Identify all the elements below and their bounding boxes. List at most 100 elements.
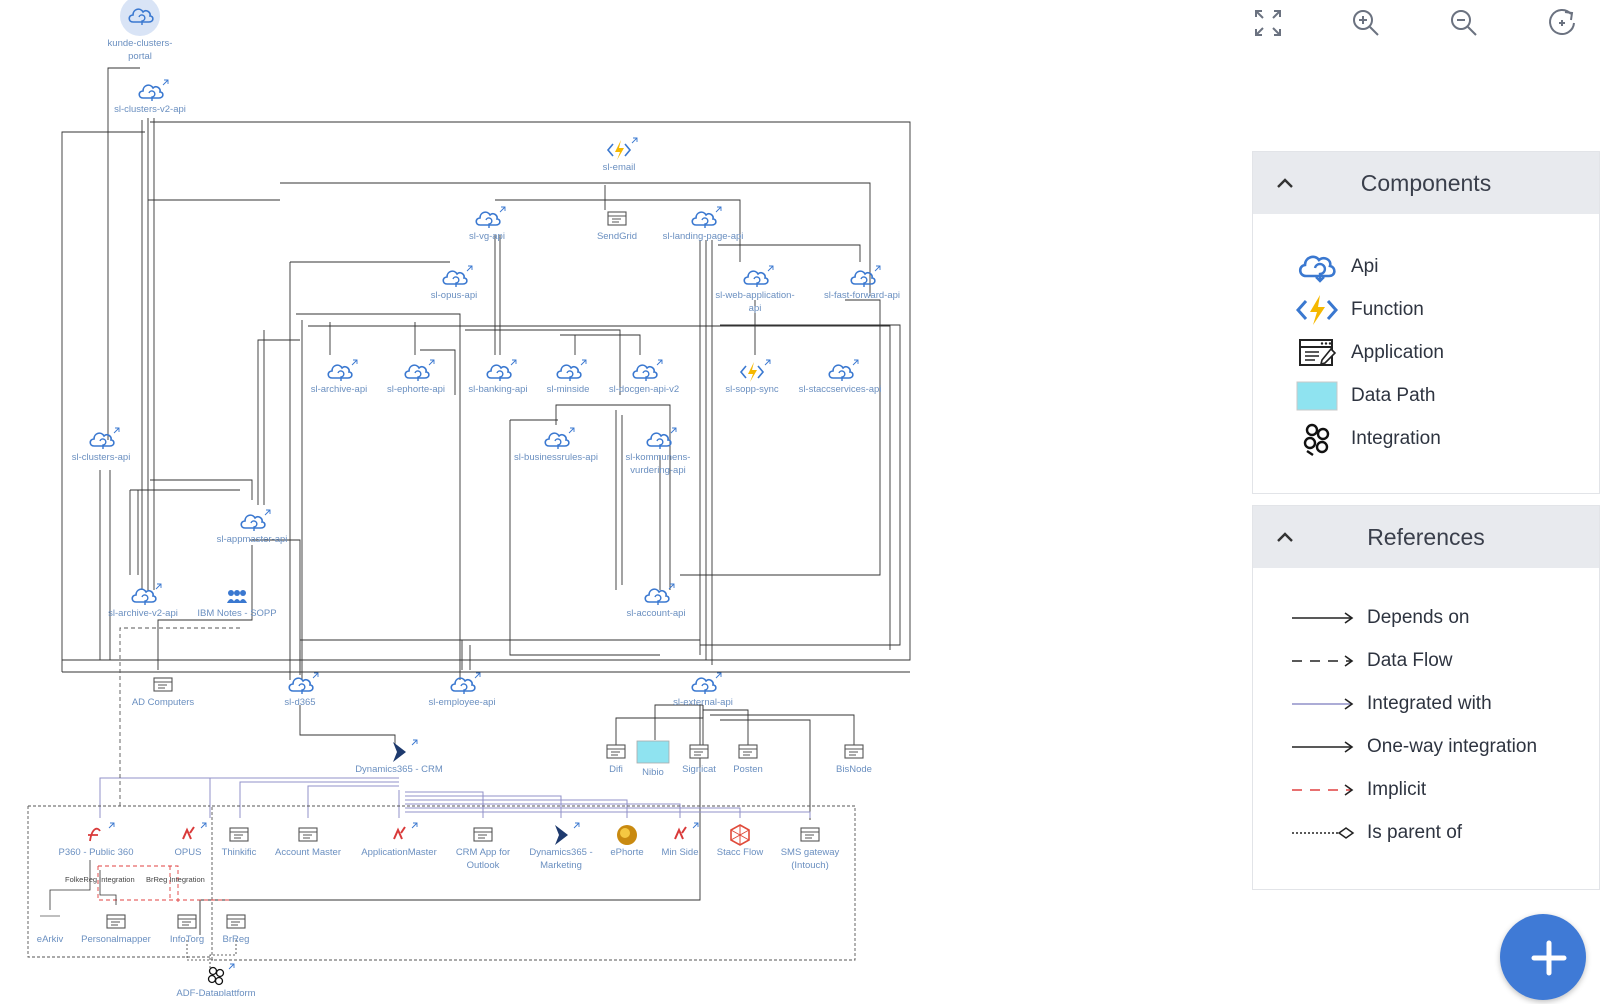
references-panel-header[interactable]: References	[1253, 506, 1599, 568]
api-node-icon	[632, 359, 663, 381]
legend-item-is-parent-of: Is parent of	[1291, 818, 1462, 848]
diagram-node-sl-vg-api[interactable]: sl-vg-api	[469, 206, 506, 242]
diagram-node-p360[interactable]: P360 - Public 360	[59, 822, 134, 858]
architecture-diagram[interactable]: kunde-clusters-portal sl-clusters-v2-api s…	[0, 0, 1000, 996]
diagram-node-sl-external-api[interactable]: sl-external-api	[673, 672, 733, 708]
diagram-node-account-master[interactable]: Account Master	[275, 827, 341, 858]
rotate-reset-icon[interactable]	[1542, 4, 1582, 44]
diagram-node-sl-web-application-api[interactable]: sl-web-application-api	[715, 265, 795, 314]
api-node-icon	[691, 206, 722, 228]
integration-edge	[209, 777, 399, 818]
dyn-node-icon	[555, 822, 580, 845]
diagram-node-sl-archive-v2-api[interactable]: sl-archive-v2-api	[108, 583, 178, 619]
add-component-button[interactable]	[1500, 914, 1586, 1000]
diagram-node-sl-docgen-api-v2[interactable]: sl-docgen-api-v2	[609, 359, 679, 395]
diagram-edges	[27, 67, 911, 968]
edge	[107, 67, 140, 440]
diagram-node-sl-sopp-sync[interactable]: sl-sopp-sync	[725, 359, 779, 395]
diagram-node-sl-ephorte-api[interactable]: sl-ephorte-api	[387, 359, 445, 395]
diagram-node-sl-d365[interactable]: sl-d365	[284, 672, 319, 708]
diagram-node-ibm-notes[interactable]: IBM Notes - SOPP	[197, 590, 277, 619]
diagram-node-ad-computers[interactable]: AD Computers	[132, 677, 195, 708]
api-node-icon	[450, 672, 481, 694]
diagram-node-sl-archive-api[interactable]: sl-archive-api	[311, 359, 368, 395]
diagram-node-sl-appmaster-api[interactable]: sl-appmaster-api	[217, 509, 288, 545]
diagram-node-ephorte[interactable]: ePhorte	[610, 825, 644, 858]
diagram-node-thinkific[interactable]: Thinkific	[222, 827, 257, 858]
diagram-node-nibio[interactable]: Nibio	[636, 740, 670, 778]
diagram-node-personalmapper[interactable]: Personalmapper	[81, 914, 151, 945]
api-node-icon	[404, 359, 435, 381]
edge	[147, 118, 280, 590]
diagram-node-posten[interactable]: Posten	[733, 744, 763, 775]
diagram-node-sl-businessrules-api[interactable]: sl-businessrules-api	[514, 427, 598, 463]
legend-item-data-flow: Data Flow	[1291, 646, 1453, 676]
diagram-node-application-master[interactable]: ApplicationMaster	[361, 822, 437, 858]
diagram-node-dynamics-crm[interactable]: Dynamics365 - CRM	[355, 739, 443, 775]
diagram-node-sl-banking-api[interactable]: sl-banking-api	[468, 359, 528, 395]
diagram-node-sl-opus-api[interactable]: sl-opus-api	[431, 265, 477, 301]
diagram-node-stacc-flow[interactable]: Stacc Flow	[717, 824, 764, 858]
diagram-node-sl-kommunens[interactable]: sl-kommunens-vurdering-api	[626, 427, 691, 476]
diagram-node-difi[interactable]: Difi	[606, 744, 626, 775]
diagram-node-min-side[interactable]: Min Side	[662, 822, 699, 858]
fullscreen-icon[interactable]	[1248, 4, 1288, 44]
node-label: Posten	[733, 764, 763, 775]
diagram-node-sms-gateway[interactable]: SMS gateway (Intouch)	[781, 827, 840, 871]
diagram-node-dynamics-marketing[interactable]: Dynamics365 -Marketing	[529, 822, 593, 871]
integration-icon	[1295, 421, 1339, 457]
diagram-node-sl-staccservices-api[interactable]: sl-staccservices-api	[799, 359, 882, 395]
edge	[289, 261, 450, 680]
api-node-icon	[691, 672, 722, 694]
edge	[495, 199, 741, 262]
edge	[329, 322, 416, 355]
node-label: Outlook	[467, 860, 500, 871]
api-node-icon	[850, 265, 881, 287]
node-label: sl-appmaster-api	[217, 534, 288, 545]
zoom-out-icon[interactable]	[1444, 4, 1484, 44]
opus-node-icon	[674, 822, 699, 840]
app-node-icon	[226, 914, 246, 929]
diagram-node-sl-clusters-api[interactable]: sl-clusters-api	[72, 427, 131, 463]
chevron-up-icon[interactable]	[1273, 526, 1297, 550]
parent-group-box	[27, 805, 212, 958]
diagram-node-sl-email[interactable]: sl-email	[603, 137, 638, 173]
diagram-node-sl-fast-forward-api[interactable]: sl-fast-forward-api	[824, 265, 900, 301]
integration-label: BrReg Integration	[146, 875, 205, 884]
diagram-nodes[interactable]: kunde-clusters-portal sl-clusters-v2-api s…	[37, 0, 900, 996]
data-flow-edge	[119, 627, 240, 806]
node-label: sl-clusters-v2-api	[114, 104, 186, 115]
diagram-node-bisnode[interactable]: BisNode	[836, 744, 872, 775]
components-panel-header[interactable]: Components	[1253, 152, 1599, 214]
diagram-node-opus[interactable]: OPUS	[175, 822, 207, 858]
node-label: (Intouch)	[791, 860, 829, 871]
app-node-icon	[177, 914, 197, 929]
diagram-node-sendgrid[interactable]: SendGrid	[597, 211, 637, 242]
app-node-icon	[606, 744, 626, 759]
diagram-node-sl-minside[interactable]: sl-minside	[547, 359, 590, 395]
edge	[250, 539, 301, 675]
diagram-node-earkiv[interactable]: eArkiv	[37, 915, 64, 945]
diagram-node-sl-landing-page-api[interactable]: sl-landing-page-api	[663, 206, 744, 242]
diagram-node-sl-account-api[interactable]: sl-account-api	[626, 583, 686, 619]
app-node-icon	[738, 744, 758, 759]
diagram-node-sl-clusters-v2-api[interactable]: sl-clusters-v2-api	[114, 79, 186, 115]
node-label: sl-sopp-sync	[725, 384, 779, 395]
diagram-node-brreg[interactable]: BrReg	[223, 914, 250, 945]
diagram-node-infotorg[interactable]: InfoTorg	[170, 914, 204, 945]
zoom-in-icon[interactable]	[1346, 4, 1386, 44]
chevron-up-icon[interactable]	[1273, 172, 1297, 196]
diagram-node-signicat[interactable]: Signicat	[682, 744, 716, 775]
edge	[509, 419, 660, 656]
edge	[61, 131, 145, 672]
edge	[560, 334, 641, 355]
legend-item-label: Implicit	[1367, 779, 1427, 800]
diagram-node-sl-employee-api[interactable]: sl-employee-api	[428, 672, 496, 708]
integration-edge	[405, 807, 741, 818]
node-label: SMS gateway	[781, 847, 840, 858]
diagram-node-ade[interactable]: ADF-Dataplattform	[176, 963, 256, 996]
node-label: ADF-Dataplattform	[176, 988, 255, 996]
diagram-node-kunde[interactable]: kunde-clusters-portal	[108, 0, 173, 62]
api-node-icon	[475, 206, 506, 228]
